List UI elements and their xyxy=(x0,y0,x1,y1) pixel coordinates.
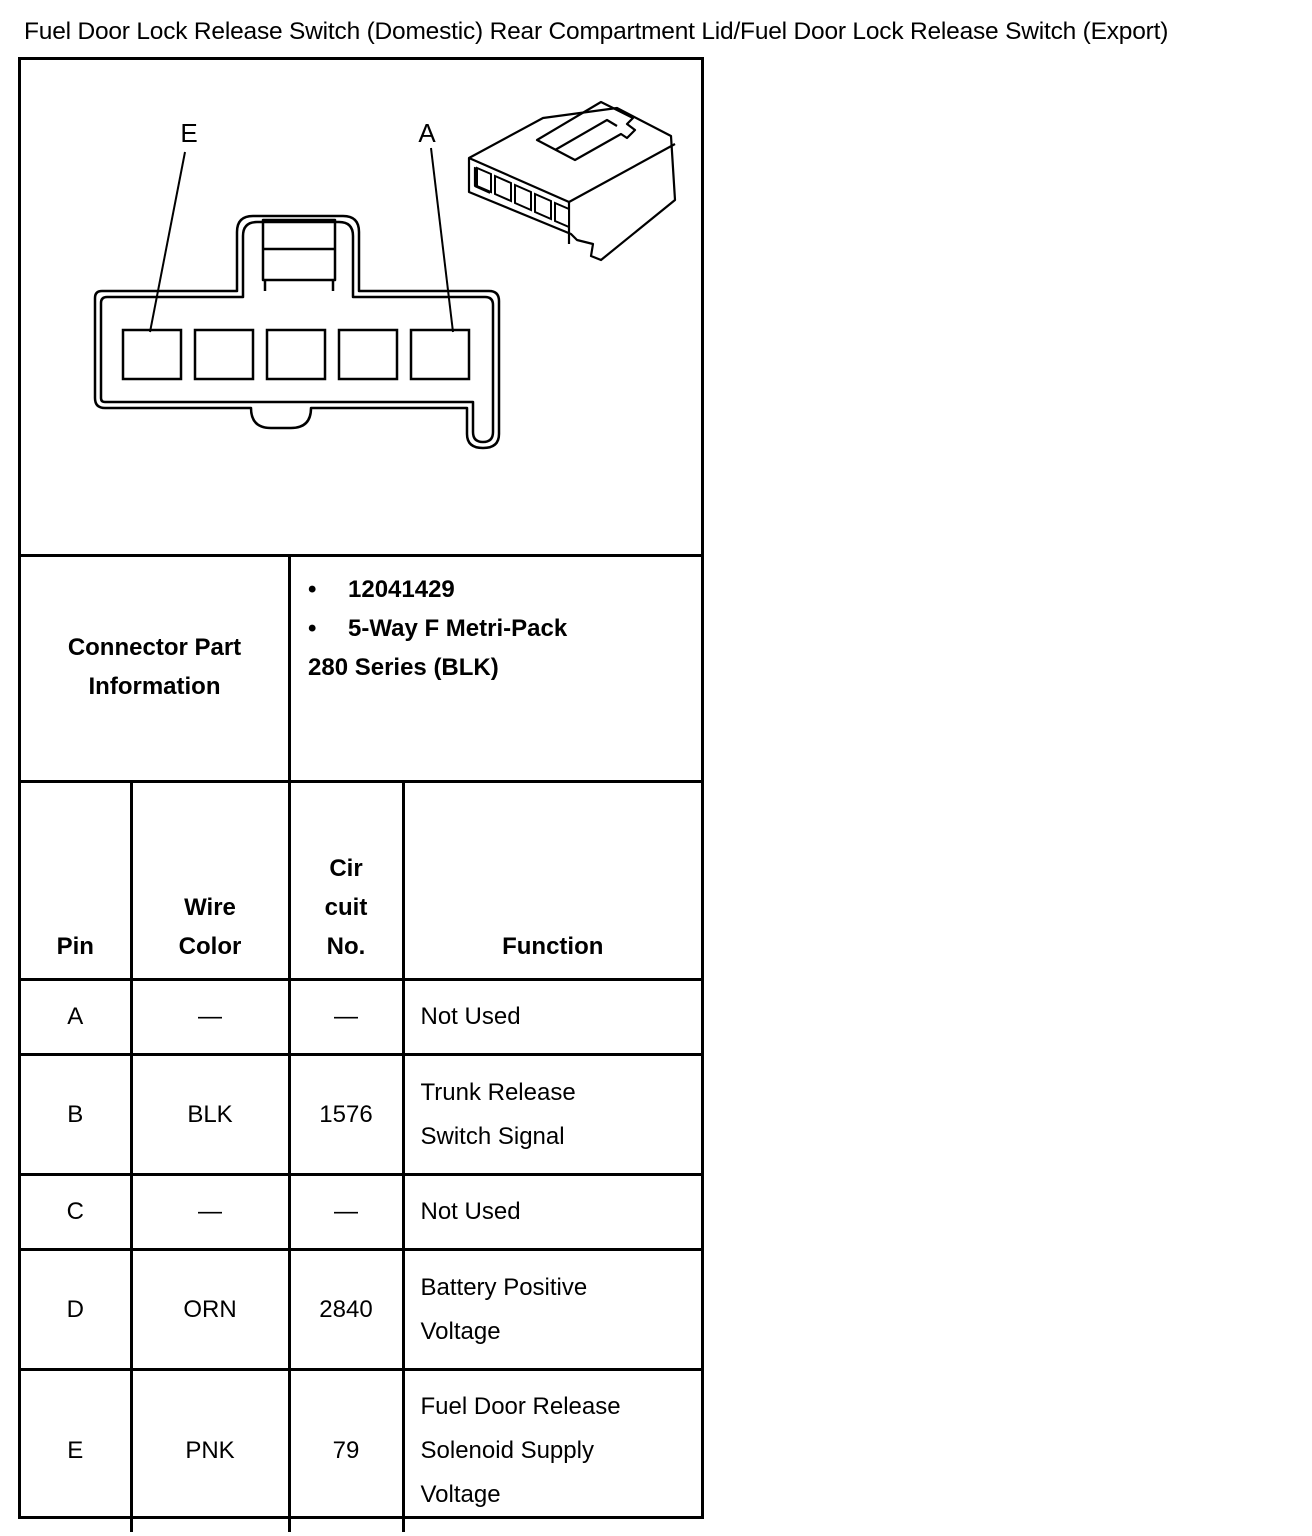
pin-cavity-d xyxy=(193,328,255,381)
cell-wire-color: BLK xyxy=(129,1053,291,1176)
table-row: A — — Not Used xyxy=(21,978,701,1056)
description-line: • 5-Way F Metri-Pack xyxy=(308,609,701,648)
cell-pin: B xyxy=(21,1053,133,1176)
leader-line-e xyxy=(149,151,186,333)
connector-isometric-view xyxy=(467,100,677,262)
cell-function: Trunk Release Switch Signal xyxy=(401,1053,701,1176)
cell-function: Not Used xyxy=(401,1173,701,1251)
bullet-icon: • xyxy=(308,615,317,642)
connector-part-info-label: Connector Part Information xyxy=(21,554,291,780)
pin-cavity-b xyxy=(337,328,399,381)
connector-body-inner xyxy=(99,220,495,444)
header-function: Function xyxy=(401,783,701,981)
pin-cavity-e xyxy=(121,328,183,381)
cell-pin: D xyxy=(21,1248,133,1371)
connector-body-outline xyxy=(93,214,501,450)
bullet-icon: • xyxy=(308,576,317,603)
header-wire-color: Wire Color xyxy=(129,783,291,981)
cell-function: Fuel Door Release Solenoid Supply Voltag… xyxy=(401,1368,701,1532)
table-row: D ORN 2840 Battery Positive Voltage xyxy=(21,1248,701,1371)
connector-part-info-text: Connector Part Information xyxy=(67,634,242,700)
part-number: 12041429 xyxy=(348,576,455,603)
cell-pin: E xyxy=(21,1368,133,1532)
cell-pin: A xyxy=(21,978,133,1056)
leader-line-a xyxy=(430,147,454,333)
diagram-title: Fuel Door Lock Release Switch (Domestic)… xyxy=(24,18,1169,45)
cell-function: Not Used xyxy=(401,978,701,1056)
cell-wire-color: ORN xyxy=(129,1248,291,1371)
header-pin: Pin xyxy=(21,783,133,981)
cell-wire-color: — xyxy=(129,978,291,1056)
cell-circuit: 2840 xyxy=(287,1248,405,1371)
pinout-table: Pin Wire Color Cir cuit No. Function A —… xyxy=(21,783,701,1532)
pin-label-e: E xyxy=(180,118,197,148)
cell-wire-color: — xyxy=(129,1173,291,1251)
table-row: B BLK 1576 Trunk Release Switch Signal xyxy=(21,1053,701,1176)
connector-table-frame: E A Connector Part Information xyxy=(18,57,704,1532)
connector-part-info-value: • 12041429 • 5-Way F Metri-Pack 280 Seri… xyxy=(291,554,701,780)
connector-drawing: E A xyxy=(93,100,677,450)
cell-function: Battery Positive Voltage xyxy=(401,1248,701,1371)
connector-diagram: E A xyxy=(21,60,701,557)
part-number-line: • 12041429 xyxy=(308,570,701,609)
header-circuit-no: Cir cuit No. xyxy=(287,783,405,981)
table-row: E PNK 79 Fuel Door Release Solenoid Supp… xyxy=(21,1368,701,1532)
cell-circuit: — xyxy=(287,978,405,1056)
pin-label-a: A xyxy=(418,118,436,148)
connector-description-1: 5-Way F Metri-Pack xyxy=(348,615,568,642)
cell-wire-color: PNK xyxy=(129,1368,291,1532)
connector-description-2: 280 Series (BLK) xyxy=(308,654,499,681)
pin-cavity-c xyxy=(265,328,327,381)
pinout-header-row: Pin Wire Color Cir cuit No. Function xyxy=(21,783,701,981)
pin-cavity-a xyxy=(409,328,471,381)
cell-circuit: 79 xyxy=(287,1368,405,1532)
cell-circuit: — xyxy=(287,1173,405,1251)
table-row: C — — Not Used xyxy=(21,1173,701,1251)
cell-circuit: 1576 xyxy=(287,1053,405,1176)
cell-pin: C xyxy=(21,1173,133,1251)
connector-part-info-row: Connector Part Information • 12041429 • … xyxy=(21,554,701,783)
